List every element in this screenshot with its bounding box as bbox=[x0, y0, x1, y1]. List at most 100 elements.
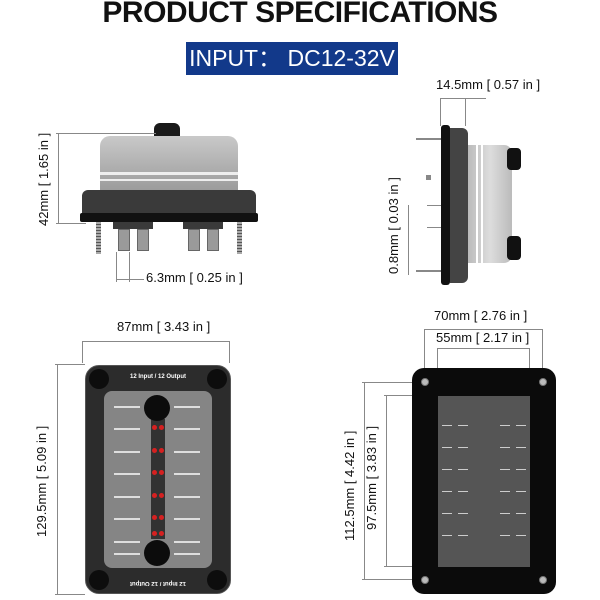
fuse-slot bbox=[174, 496, 200, 498]
side-screw bbox=[416, 138, 442, 140]
led-indicator bbox=[152, 493, 157, 498]
led-indicator bbox=[152, 531, 157, 536]
dimension-line bbox=[57, 364, 58, 594]
fuse-slot bbox=[114, 428, 140, 430]
fuse-slot bbox=[174, 473, 200, 475]
fuse-slot bbox=[114, 553, 140, 555]
dimension-line bbox=[440, 98, 486, 99]
dimension-line bbox=[55, 594, 85, 595]
corner-screw bbox=[89, 369, 109, 389]
terminal-tab bbox=[426, 175, 431, 180]
dimension-line bbox=[437, 348, 530, 349]
cover-stripe bbox=[100, 172, 238, 175]
panel-height-label: 129.5mm [ 5.09 in ] bbox=[34, 425, 49, 537]
led-indicator bbox=[159, 515, 164, 520]
dimension-line bbox=[82, 341, 83, 363]
dimension-line bbox=[82, 341, 230, 342]
mounting-hole bbox=[421, 378, 429, 386]
led-indicator bbox=[152, 515, 157, 520]
terminal-pin bbox=[427, 205, 441, 206]
dimension-line bbox=[408, 205, 409, 275]
led-indicator bbox=[159, 531, 164, 536]
fuse-slot bbox=[174, 541, 200, 543]
fuse-slot bbox=[114, 518, 140, 520]
fuse-slot bbox=[114, 406, 140, 408]
mounting-hole bbox=[421, 576, 429, 584]
panel-bottom-text: 12 Input / 12 Output bbox=[130, 580, 187, 586]
dimension-line bbox=[362, 382, 422, 383]
corner-screw bbox=[207, 369, 227, 389]
input-spec-banner: INPUT： DC12-32V bbox=[186, 42, 398, 75]
fuse-slot bbox=[174, 518, 200, 520]
fuse-slot bbox=[114, 541, 140, 543]
led-strip bbox=[151, 419, 165, 539]
front-height-label: 42mm [ 1.65 in ] bbox=[36, 132, 51, 226]
led-indicator bbox=[159, 470, 164, 475]
side-base bbox=[450, 128, 468, 283]
back-plate bbox=[412, 368, 556, 594]
dimension-line bbox=[364, 382, 365, 579]
dimension-line bbox=[362, 579, 422, 580]
cover-stripe bbox=[476, 145, 478, 263]
led-indicator bbox=[152, 448, 157, 453]
mounting-screw bbox=[96, 222, 101, 254]
dimension-line bbox=[56, 133, 156, 134]
side-knob bbox=[507, 236, 521, 260]
clear-cover bbox=[104, 391, 212, 568]
led-indicator bbox=[152, 470, 157, 475]
fuse-slot bbox=[114, 473, 140, 475]
cover-stripe bbox=[100, 179, 238, 181]
dimension-line bbox=[58, 133, 59, 223]
side-plate bbox=[441, 125, 450, 285]
terminal bbox=[118, 229, 130, 251]
base-bar bbox=[80, 213, 258, 222]
led-indicator bbox=[159, 425, 164, 430]
panel-width-label: 87mm [ 3.43 in ] bbox=[117, 319, 211, 334]
fuse-slot bbox=[114, 496, 140, 498]
side-thickness-label: 0.8mm [ 0.03 in ] bbox=[386, 177, 401, 274]
side-screw bbox=[416, 270, 442, 272]
terminal-block bbox=[113, 222, 153, 229]
dimension-line bbox=[465, 98, 466, 126]
corner-screw bbox=[207, 570, 227, 590]
mounting-screw bbox=[237, 222, 242, 254]
side-cover bbox=[468, 145, 512, 263]
terminal bbox=[188, 229, 200, 251]
led-indicator bbox=[159, 448, 164, 453]
page-title: PRODUCT SPECIFICATIONS bbox=[102, 0, 498, 29]
dimension-line bbox=[440, 98, 441, 126]
terminal bbox=[207, 229, 219, 251]
cover-stripe bbox=[481, 145, 483, 263]
dimension-line bbox=[542, 329, 543, 371]
fuse-slot bbox=[174, 428, 200, 430]
fuse-panel-front: 12 Input / 12 Output 12 Input / 12 Outpu… bbox=[85, 365, 231, 594]
fuse-slot bbox=[174, 406, 200, 408]
fuse-base bbox=[82, 190, 256, 214]
back-outer-width-label: 70mm [ 2.76 in ] bbox=[434, 308, 528, 323]
panel-top-text: 12 Input / 12 Output bbox=[129, 374, 186, 380]
side-depth-label: 14.5mm [ 0.57 in ] bbox=[436, 77, 541, 92]
terminal bbox=[137, 229, 149, 251]
fuse-slot bbox=[114, 451, 140, 453]
led-indicator bbox=[152, 425, 157, 430]
terminal-pin bbox=[427, 227, 441, 228]
fuse-slot bbox=[174, 553, 200, 555]
dimension-line bbox=[384, 395, 434, 396]
terminal-block bbox=[183, 222, 223, 229]
bottom-knob bbox=[144, 540, 170, 566]
mounting-hole bbox=[539, 576, 547, 584]
mounting-hole bbox=[539, 378, 547, 386]
back-window bbox=[438, 396, 530, 567]
dimension-line bbox=[424, 329, 543, 330]
fuse-slot bbox=[174, 451, 200, 453]
back-inner-height-label: 97.5mm [ 3.83 in ] bbox=[364, 425, 379, 530]
fuse-cover bbox=[100, 136, 238, 192]
terminal-pitch-label: 6.3mm [ 0.25 in ] bbox=[146, 270, 243, 285]
dimension-line bbox=[116, 279, 144, 280]
back-inner-width-label: 55mm [ 2.17 in ] bbox=[436, 330, 530, 345]
corner-screw bbox=[89, 570, 109, 590]
back-outer-height-label: 112.5mm [ 4.42 in ] bbox=[342, 430, 357, 541]
dimension-line bbox=[229, 341, 230, 363]
dimension-line bbox=[56, 223, 86, 224]
dimension-line bbox=[116, 252, 117, 282]
